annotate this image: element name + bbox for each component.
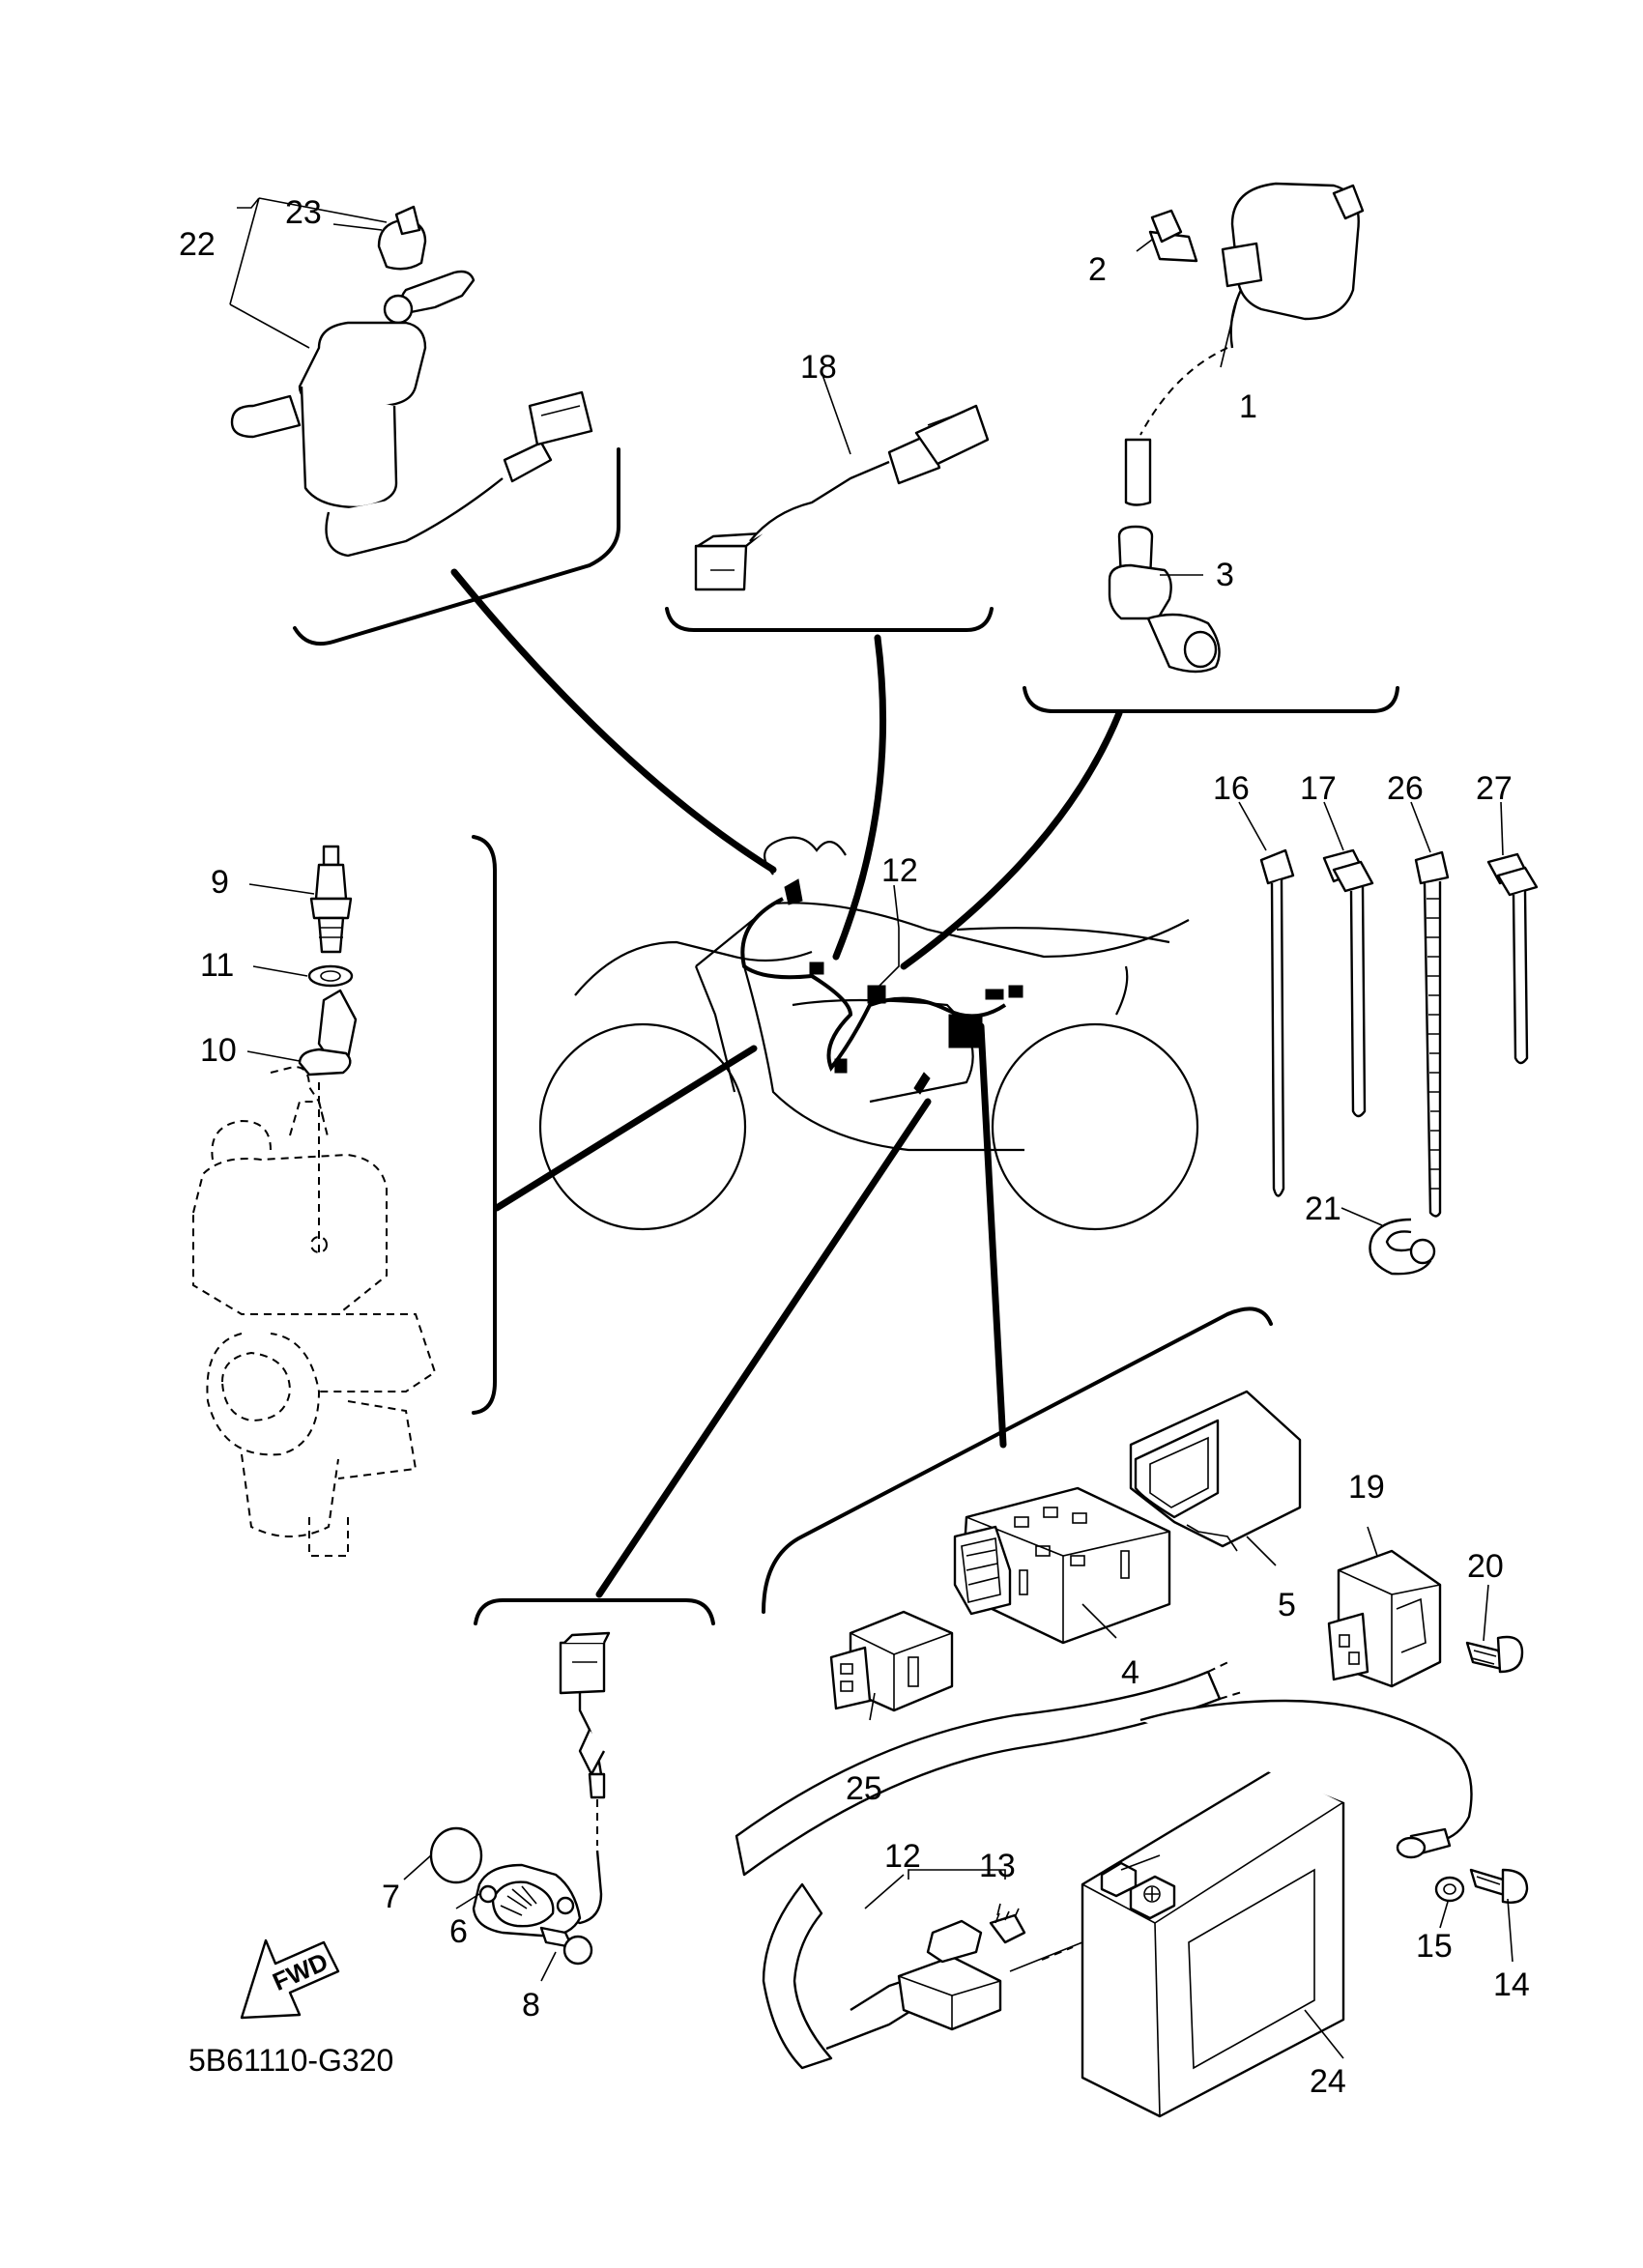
holder-10 <box>317 989 358 1060</box>
bolt-20 <box>1465 1635 1524 1674</box>
callout-16: 16 <box>1213 770 1250 807</box>
callout-12-detail: 12 <box>884 1838 921 1875</box>
callout-8: 8 <box>522 1987 540 2024</box>
battery-24 <box>1081 1766 1345 2118</box>
cable-tie-16 <box>1259 848 1295 885</box>
bolt-14 <box>1469 1868 1529 1904</box>
throttle-sensor-assembly <box>429 1631 611 1966</box>
carburetor-outline <box>192 1066 437 1557</box>
harness-connector <box>897 1955 1002 2031</box>
rectifier-regulator-19 <box>1327 1549 1442 1688</box>
callout-18: 18 <box>800 349 837 386</box>
washer-15 <box>1434 1876 1465 1903</box>
callout-3: 3 <box>1216 557 1234 593</box>
callout-6: 6 <box>449 1913 468 1950</box>
callout-2: 2 <box>1088 251 1107 288</box>
callout-11: 11 <box>200 947 234 984</box>
rear-wheel <box>991 1022 1199 1231</box>
lead-wire-assembly <box>694 404 990 591</box>
harness-detail <box>735 1659 1246 2070</box>
callout-5: 5 <box>1278 1587 1296 1623</box>
callout-21: 21 <box>1305 1191 1341 1227</box>
callout-labels: 1 2 3 4 5 6 7 8 9 10 11 12 12 13 14 15 1… <box>179 194 1530 2100</box>
o-ring-7 <box>429 1826 483 1884</box>
callout-15: 15 <box>1416 1928 1453 1965</box>
diagram-code: 5B61110-G320 <box>188 2043 393 2078</box>
callout-7: 7 <box>382 1879 400 1915</box>
callout-1: 1 <box>1239 388 1257 425</box>
cover-5 <box>1129 1390 1302 1552</box>
callout-10: 10 <box>200 1032 237 1069</box>
spark-plug-assembly <box>298 845 358 1077</box>
fwd-arrow-icon: FWD <box>240 1938 340 2020</box>
ignition-coil-assembly <box>1108 182 1365 674</box>
fuse-13 <box>989 1913 1026 1944</box>
battery-cable <box>1139 1699 1473 1859</box>
cable-ties <box>1259 848 1539 1276</box>
group-brackets <box>293 447 1399 1625</box>
front-wheel <box>538 1022 747 1231</box>
callout-24: 24 <box>1310 2063 1346 2100</box>
callout-9: 9 <box>211 864 229 901</box>
lead-connector-left <box>694 544 748 591</box>
motorcycle-outline <box>538 836 1199 1231</box>
main-switch-assembly <box>230 205 593 558</box>
sensor-connector <box>559 1641 606 1695</box>
wire-harness-on-bike <box>740 878 1023 1095</box>
callout-12-bike: 12 <box>881 852 918 889</box>
callout-19: 19 <box>1348 1469 1385 1506</box>
callout-17: 17 <box>1300 770 1337 807</box>
callout-27: 27 <box>1476 770 1513 807</box>
cdi-unit-4 <box>953 1486 1171 1645</box>
callout-leaders <box>229 197 1513 2059</box>
callout-4: 4 <box>1121 1654 1139 1691</box>
ignition-coil <box>1230 182 1360 321</box>
callout-25: 25 <box>846 1770 882 1807</box>
callout-26: 26 <box>1387 770 1424 807</box>
cable-tie-26 <box>1414 850 1450 885</box>
leader-lines <box>450 568 1123 1598</box>
relay-25 <box>829 1610 954 1712</box>
callout-22: 22 <box>179 226 216 263</box>
callout-13: 13 <box>979 1848 1016 1884</box>
switch-connector <box>528 390 593 446</box>
gasket-11 <box>307 964 354 988</box>
spark-plug-9 <box>322 845 340 867</box>
high-tension-cord <box>1124 438 1152 506</box>
callout-20: 20 <box>1467 1548 1504 1585</box>
callout-23: 23 <box>285 194 322 231</box>
callout-14: 14 <box>1493 1967 1530 2003</box>
